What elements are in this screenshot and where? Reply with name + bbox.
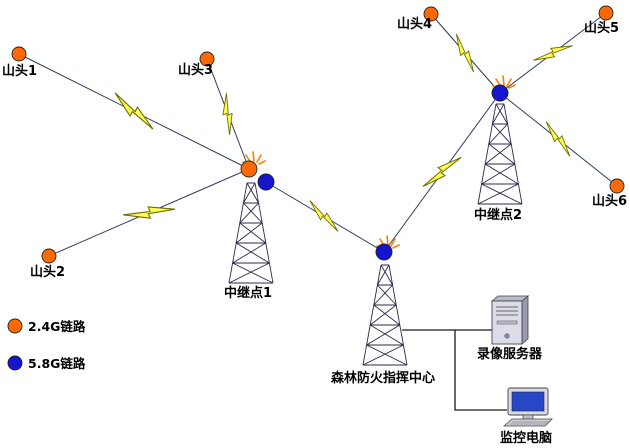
hill1-label: 山头1 (2, 63, 37, 79)
hill3-node (199, 51, 215, 67)
relay1-24g-node (240, 160, 258, 178)
hill3-label: 山头3 (178, 62, 213, 78)
lightning-icon (422, 148, 462, 196)
legend-24g-label: 2.4G链路 (28, 319, 86, 334)
wireless-links (18, 12, 618, 257)
hill2-node (41, 248, 57, 264)
hill5-label: 山头5 (584, 20, 619, 36)
monitor-stand (522, 414, 534, 420)
relay2-58g-node (491, 84, 509, 102)
lightning-icon (214, 92, 242, 136)
hill2-label: 山头2 (30, 264, 65, 280)
relay2-label: 中继点2 (474, 207, 522, 223)
monitor-pc-label: 监控电脑 (500, 430, 552, 446)
lightning-icon (538, 121, 578, 157)
relay1-label: 中继点1 (224, 285, 272, 301)
center-58g-node (375, 243, 393, 261)
hill1-node (11, 46, 27, 62)
video-server-label: 录像服务器 (477, 346, 543, 362)
relay2-tower-icon (477, 103, 523, 205)
hill4-node (423, 6, 439, 22)
hill5-node (598, 5, 614, 21)
legend-58g-swatch (7, 355, 23, 371)
monitor-screen (511, 391, 545, 412)
lightning-icon (122, 194, 176, 230)
legend: 2.4G链路 5.8G链路 (7, 318, 86, 371)
legend-58g-label: 5.8G链路 (28, 356, 86, 371)
relay1-tower-icon (228, 182, 274, 284)
video-server-icon (490, 295, 530, 345)
lightning-icon (107, 92, 161, 130)
hill6-node (609, 178, 625, 194)
relay1-58g-node (257, 173, 275, 191)
command-center-label: 森林防火指挥中心 (331, 370, 435, 386)
command-center-tower-icon (362, 264, 408, 366)
hill4-label: 山头4 (397, 16, 432, 32)
cable-center-server-pc (402, 329, 507, 411)
lightning-icon (532, 35, 574, 71)
hill6-label: 山头6 (592, 193, 627, 209)
keyboard (502, 418, 553, 427)
server-power-button (504, 333, 510, 339)
server-drive-slot (496, 320, 518, 325)
legend-24g-swatch (7, 318, 23, 334)
monitor-pc-icon (502, 387, 553, 427)
lightning-icon (303, 200, 345, 232)
